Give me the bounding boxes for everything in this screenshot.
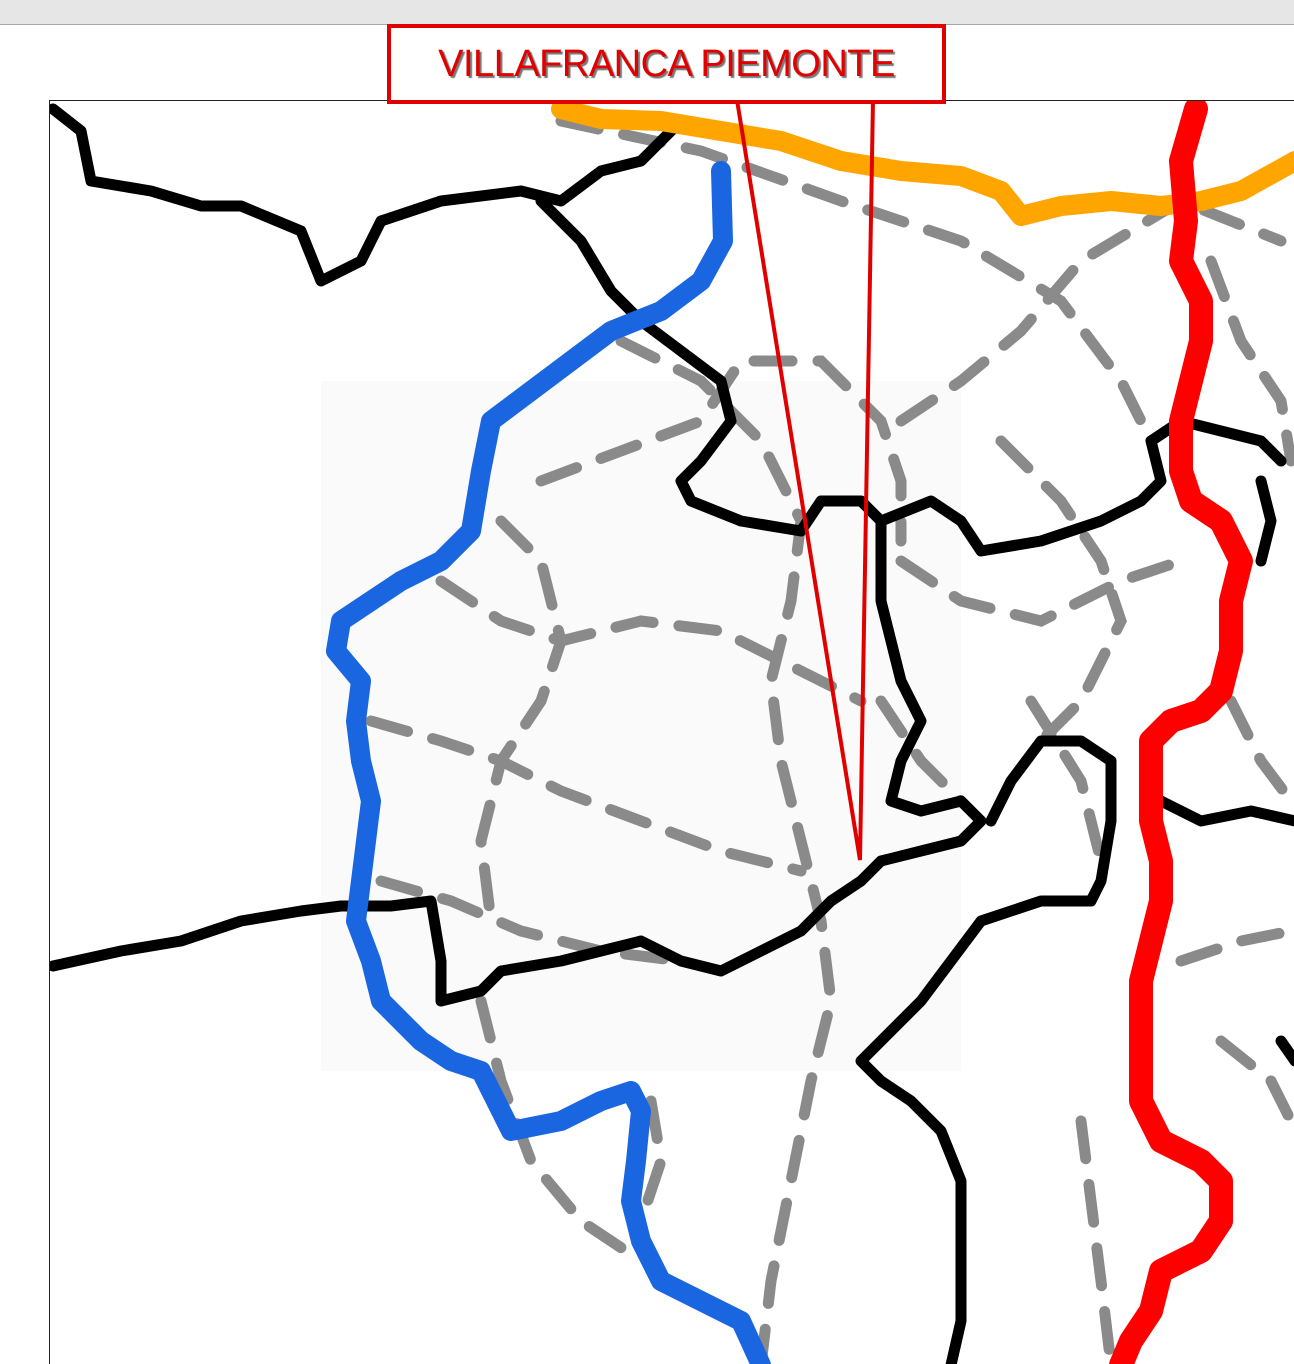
municipal-boundary-line [1075,1115,1117,1364]
municipal-boundary-line [435,575,867,707]
callout-label-box: VILLAFRANCA PIEMONTE [387,24,946,104]
map-frame[interactable] [49,100,1294,1364]
municipal-boundary-line [555,115,1147,427]
municipal-boundary-line [1205,255,1294,467]
municipal-boundary-line [1175,925,1294,967]
municipal-boundary-line [635,1095,667,1227]
blue-route [326,161,771,1364]
callout-label-text: VILLAFRANCA PIEMONTE [438,42,895,85]
municipal-boundary-line [875,695,967,807]
provincial-boundary-line [875,415,1287,557]
map-background-patch [321,381,961,1071]
provincial-boundary-line [50,103,687,287]
municipal-boundary-line [1215,1035,1294,1127]
municipal-boundary-line [365,715,807,877]
municipal-boundary-line [475,995,647,1267]
municipal-boundary-line [1225,695,1294,807]
provincial-boundary-line [1155,795,1294,827]
provincial-boundary-line [855,735,1117,1364]
municipal-boundary-line [895,194,1287,427]
municipal-boundary-line [475,515,567,927]
municipal-boundary-line [375,875,687,967]
municipal-boundary-line [895,555,1187,627]
provincial-boundary-line [1275,1035,1294,1067]
window-top-strip [0,0,1294,25]
red-route [1109,101,1253,1364]
provincial-boundary-line [1255,475,1277,567]
municipal-boundary-line [1025,695,1107,867]
map-canvas[interactable] [50,101,1294,1364]
